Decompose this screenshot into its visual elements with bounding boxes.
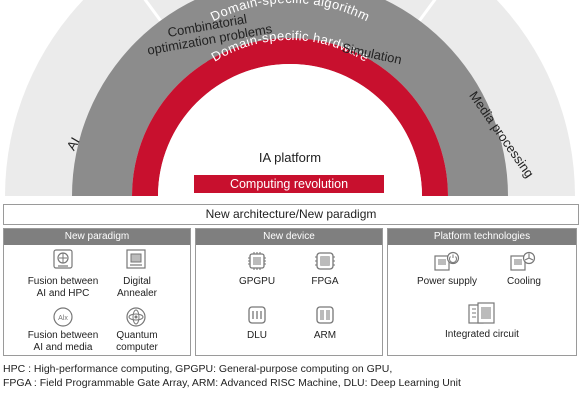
platform-technologies-box: Platform technologies Power supply Cooli… xyxy=(387,228,577,356)
item-label-fpga: FPGA xyxy=(311,276,339,287)
dlu-chip-icon xyxy=(248,306,266,324)
power-supply-icon xyxy=(434,251,460,271)
architecture-bar: New architecture/New paradigm xyxy=(3,204,579,225)
hardware-band xyxy=(132,38,448,196)
new-device-box: New device GPGPU FPGA DLU ARM xyxy=(195,228,383,356)
item-label-cooling: Cooling xyxy=(507,276,541,287)
platform-label: IA platform xyxy=(259,150,321,165)
item-label-power-supply: Power supply xyxy=(416,276,478,287)
box-title: New paradigm xyxy=(4,229,190,245)
box-title: Platform technologies xyxy=(388,229,576,245)
footnote-line-1: HPC : High-performance computing, GPGPU:… xyxy=(3,363,393,375)
platform-area xyxy=(158,64,422,196)
algorithm-band xyxy=(72,0,508,196)
cooling-icon xyxy=(510,251,536,271)
quantum-icon xyxy=(126,307,146,327)
item-label-gpgpu: GPGPU xyxy=(238,276,276,287)
annealer-board-icon xyxy=(126,249,146,269)
item-label-dlu: DLU xyxy=(246,330,267,341)
integrated-circuit-icon xyxy=(468,302,495,324)
revolution-bar xyxy=(194,175,384,193)
item-label-arm: ARM xyxy=(313,330,337,341)
box-title: New device xyxy=(196,229,382,245)
item-label-integrated-circuit: Integrated circuit xyxy=(445,329,519,340)
gpu-chip-icon xyxy=(248,252,266,270)
fpga-chip-icon xyxy=(315,252,335,270)
footnote-line-2: FPGA : Field Programmable Gate Array, AR… xyxy=(3,377,461,389)
arm-chip-icon xyxy=(316,306,334,324)
paradigm-fan: Domain-specific algorithm Domain-specifi… xyxy=(5,0,575,197)
brain-chip-icon xyxy=(53,249,73,269)
revolution-label: Computing revolution xyxy=(230,177,348,191)
ai-media-icon: Alx xyxy=(53,307,73,327)
svg-text:Alx: Alx xyxy=(58,315,68,322)
